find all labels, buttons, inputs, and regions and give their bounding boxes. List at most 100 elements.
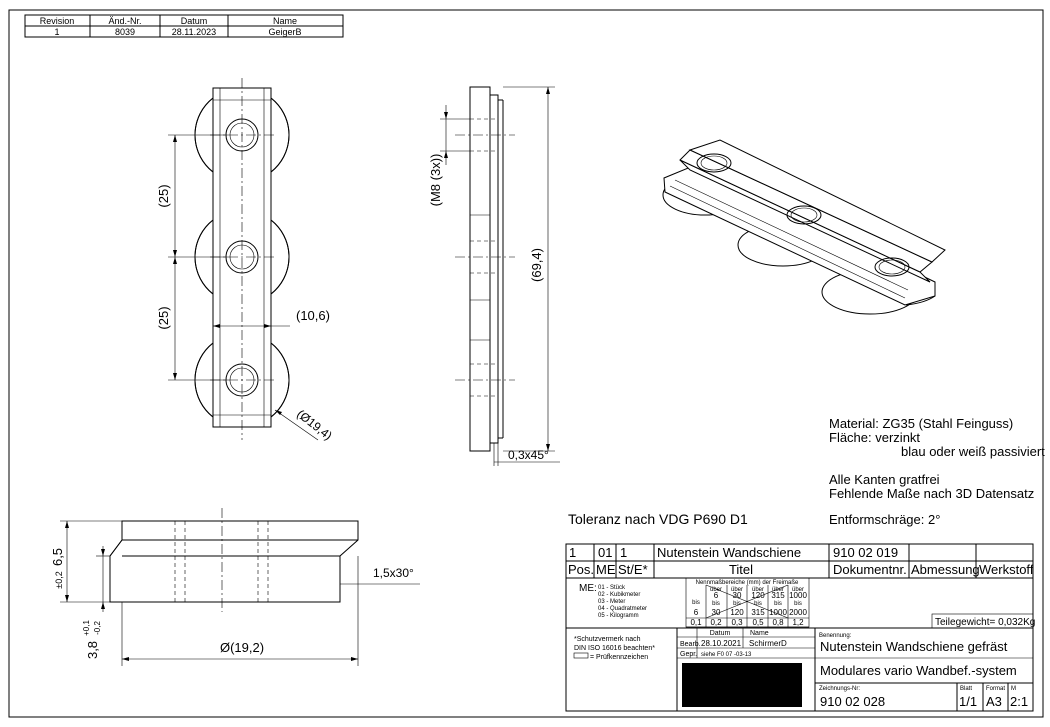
tb-zeichnr-label: Zeichnungs-Nr: [819, 686, 860, 692]
tb-dokno-value: 910 02 019 [833, 545, 898, 560]
tb-benennung-1: Nutenstein Wandschiene gefräst [820, 639, 1008, 654]
tb-tol-ueber-label-3: über [752, 587, 764, 593]
tb-m: 2:1 [1010, 694, 1028, 709]
sheet-frame [8, 9, 1044, 718]
dim-6-5: 6,5 [50, 548, 65, 566]
dim-3-8: 3,8 [85, 641, 100, 659]
tb-tol-to-4: 315 [751, 608, 765, 617]
tb-header-werk: Werkstoff [979, 562, 1034, 577]
revision-table: Revision Änd.-Nr. Datum Name 1 8039 28.1… [24, 14, 344, 38]
tb-header-datum: Datum [710, 630, 731, 637]
tb-schutz-1: *Schutzvermerk nach [574, 636, 641, 643]
tb-tol-from-4: 315 [771, 591, 785, 600]
tb-tol-from-2: 30 [733, 591, 742, 600]
pruef-mark-icon [573, 652, 589, 659]
tb-tol-val-4: 0,5 [752, 618, 764, 627]
note-edges: Alle Kanten gratfrei [829, 472, 940, 487]
side-view: (M8 (3x)) (69,4) 0,3x45° [428, 86, 560, 466]
dim-69-4: (69,4) [529, 248, 544, 282]
dim-6-5-tol: ±0,2 [54, 571, 64, 588]
tb-me-unit-4: 04 - Quadratmeter [598, 606, 647, 612]
tb-tol-ueber-label-5: über [792, 587, 804, 593]
tb-tol-bis-label-4: bis [754, 601, 762, 607]
tb-tol-to-1: 6 [694, 608, 699, 617]
tb-tol-to-6: 2000 [789, 608, 807, 617]
tb-zeichnr: 910 02 028 [820, 694, 885, 709]
tb-schutz-2: DIN ISO 16016 beachten* [574, 645, 655, 652]
note-tolerance: Toleranz nach VDG P690 D1 [568, 511, 748, 527]
rev-value-name: GeigerB [268, 27, 301, 37]
tb-tol-to-5: 1000 [769, 608, 787, 617]
tb-header-abm: Abmessung [911, 562, 980, 577]
tb-benennung-2: Modulares vario Wandbef.-system [820, 663, 1017, 678]
note-draft: Entformschräge: 2° [829, 512, 940, 527]
rev-value-revision: 1 [54, 27, 59, 37]
rev-header-name: Name [273, 16, 297, 26]
tb-me-unit-2: 02 - Kubikmeter [598, 592, 640, 598]
rev-value-aend: 8039 [115, 27, 135, 37]
title-block: 1 01 1 Nutenstein Wandschiene 910 02 019… [565, 543, 1035, 712]
tb-weight: Teilegewicht= 0,032Kg [935, 617, 1035, 628]
tb-blatt: 1/1 [959, 694, 977, 709]
dim-dia-19-2: Ø(19,2) [220, 640, 264, 655]
tb-tol-bis-label-5: bis [774, 601, 782, 607]
rev-value-datum: 28.11.2023 [172, 27, 216, 37]
tb-tol-from-3: 120 [751, 591, 765, 600]
tb-tol-val-3: 0,3 [731, 618, 743, 627]
tb-header-titel: Titel [729, 562, 753, 577]
tb-header-pos: Pos. [568, 562, 594, 577]
tb-bearb-name: SchirmerD [749, 639, 787, 648]
dim-m8-3x: (M8 (3x)) [428, 154, 443, 207]
tb-header-name: Name [750, 630, 769, 637]
tb-titel-value: Nutenstein Wandschiene [657, 545, 801, 560]
tb-format-label: Format [986, 686, 1005, 692]
front-view: 6,5 ±0,2 3,8 +0,1 -0,2 Ø(19,2) 1,5x30° [50, 508, 420, 666]
tb-format: A3 [986, 694, 1002, 709]
tb-tol-ueber-label-4: über [772, 587, 784, 593]
tb-header-dok: Dokumentnr. [833, 562, 907, 577]
dim-10-6: (10,6) [296, 308, 330, 323]
tb-tol-val-5: 0,8 [772, 618, 784, 627]
tb-gepr-label: Gepr. [680, 651, 697, 658]
tb-tol-from-1: 6 [714, 591, 719, 600]
tb-m-label: M [1011, 686, 1016, 692]
tb-tol-bis-label-6: bis [794, 601, 802, 607]
tb-tol-bis-label-1: bis [692, 600, 700, 606]
tb-tol-val-2: 0,2 [710, 618, 722, 627]
tb-bearb-label: Bearb. [680, 641, 701, 648]
tb-bearb-date: 28.10.2021 [701, 639, 742, 648]
tb-tol-bis-label-3: bis [733, 601, 741, 607]
tb-tol-ueber-label-2: über [731, 587, 743, 593]
tb-me-label: ME: [579, 583, 597, 594]
dim-3-8-lower: -0,2 [93, 621, 102, 635]
tb-gepr-value: siehe F0 07 -03-13 [701, 652, 752, 658]
rev-header-datum: Datum [181, 16, 208, 26]
tb-header-me: ME [596, 562, 616, 577]
tb-pruef: = Prüfkennzeichen [590, 654, 648, 661]
note-surface: Fläche: verzinkt [829, 430, 920, 445]
tb-header-ste: St/E* [618, 562, 648, 577]
tb-blatt-label: Blatt [960, 686, 972, 692]
tb-me-unit-5: 05 - Kilogramm [598, 613, 639, 619]
rev-header-revision: Revision [40, 16, 75, 26]
tb-benennung-label: Benennung: [819, 633, 852, 639]
dim-1-5x30: 1,5x30° [373, 566, 414, 580]
tb-ste-value: 1 [620, 545, 627, 560]
tb-tol-from-5: 1000 [789, 591, 807, 600]
tb-tol-ueber-label-1: über [710, 587, 722, 593]
note-material: Material: ZG35 (Stahl Feinguss) [829, 416, 1013, 431]
note-missing: Fehlende Maße nach 3D Datensatz [829, 486, 1034, 501]
company-logo-block [682, 663, 802, 707]
tb-tol-header: Nennmaßbereiche (mm) der Freimaße [696, 580, 799, 586]
note-surface-2: blau oder weiß passiviert [901, 444, 1045, 459]
tb-me-unit-3: 03 - Meter [598, 599, 625, 605]
dim-chamfer: 0,3x45° [508, 448, 549, 462]
tb-pos-value: 1 [569, 545, 576, 560]
dim-25-upper: (25) [156, 184, 171, 207]
tb-tol-to-3: 120 [730, 608, 744, 617]
tb-me-unit-1: 01 - Stück [598, 585, 626, 591]
tb-me-value: 01 [598, 545, 612, 560]
isometric-view [662, 139, 946, 315]
tb-tol-val-6: 1,2 [792, 618, 804, 627]
